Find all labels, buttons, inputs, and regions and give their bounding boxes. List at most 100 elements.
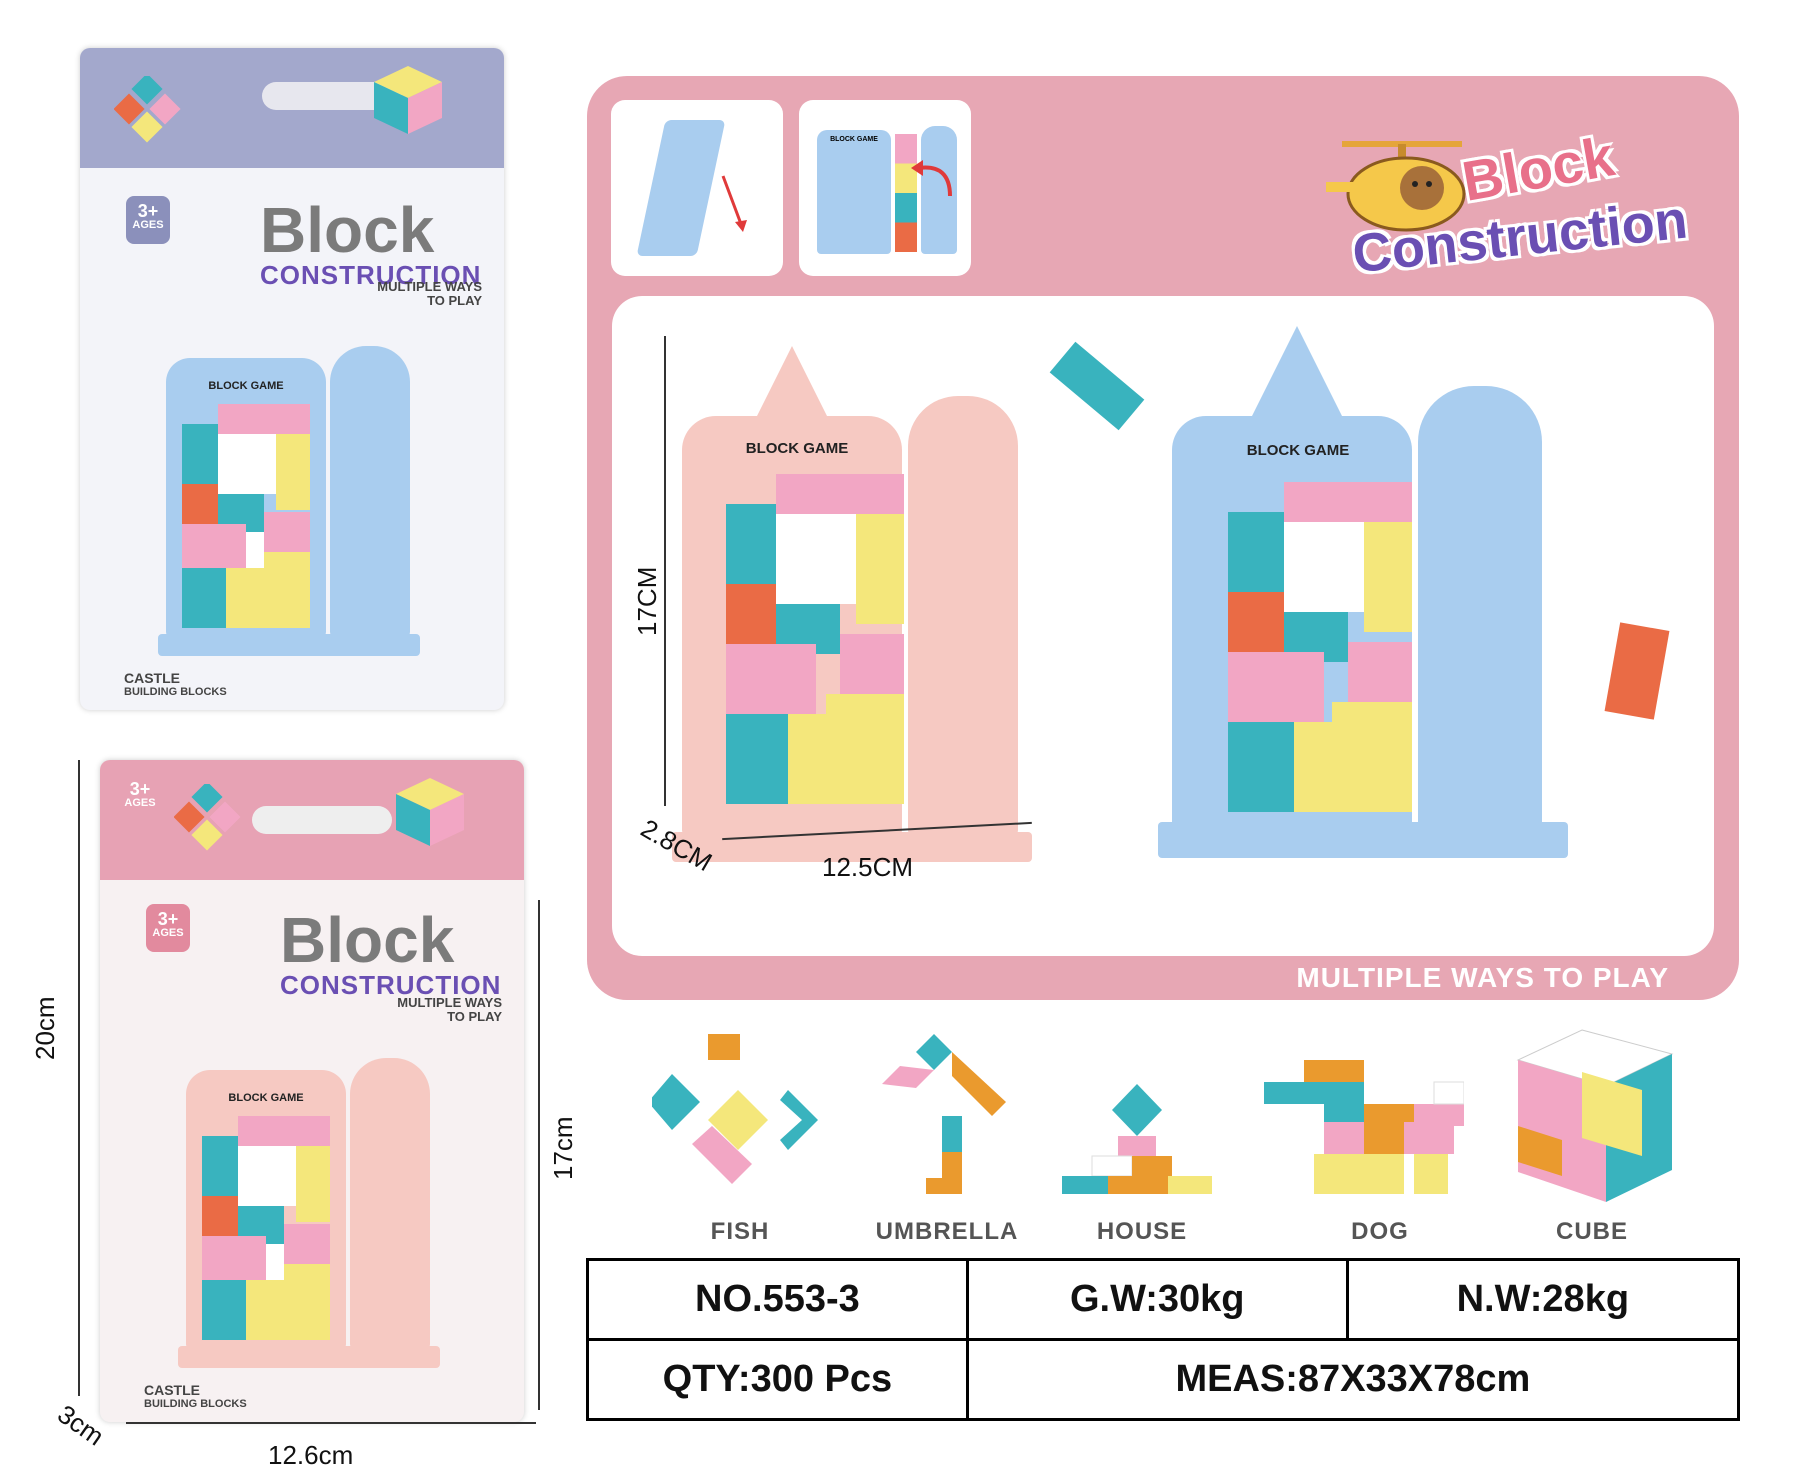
box-width-label: 12.6cm [268,1440,354,1470]
castle-plate: BLOCK GAME [208,380,284,392]
block-piece [726,584,776,644]
box-inner-height-line [538,900,540,1410]
helicopter-bear-icon [1326,141,1466,232]
floating-teal-piece [1049,341,1145,431]
castle-spire [742,346,842,446]
box-height-label: 20cm [30,996,60,1060]
shape-label-umbrella: UMBRELLA [875,1218,1019,1245]
block-piece [1228,592,1284,652]
spec-quantity: QTY:300 Pcs [586,1338,969,1421]
block-piece [776,514,856,604]
table-row: QTY:300 Pcs MEAS:87X33X78cm [586,1338,1741,1421]
blue-castle-toy: BLOCK GAME [158,318,422,658]
block-piece [1228,512,1284,592]
product-caption: CASTLE BUILDING BLOCKS [124,670,227,699]
block-piece [1228,722,1294,812]
block-piece [1284,522,1364,612]
block-piece [826,694,904,804]
table-row: NO.553-3 G.W:30kg N.W:28kg [586,1258,1741,1341]
arrow-curve-icon [911,160,952,197]
stand-shape [636,120,726,256]
mini-plate: BLOCK GAME [830,136,878,143]
age-badge-top: 3+AGES [124,779,156,809]
block-piece [284,1224,330,1264]
castle-plate: BLOCK GAME [745,440,849,457]
block-piece [276,434,310,510]
shape-label-cube: CUBE [1555,1218,1628,1245]
block-piece [202,1196,238,1236]
mini-castle [817,130,891,254]
age-badge: 3+AGES [146,904,190,952]
puzzle-grid [1228,482,1412,812]
castle-plate: BLOCK GAME [228,1092,304,1104]
floating-orange-piece [1604,622,1670,720]
castle-tower [908,396,1018,836]
shape-label-fish: FISH [710,1218,770,1245]
block-piece [182,484,218,524]
castle-plate: BLOCK GAME [1246,442,1350,459]
block-piece [1332,702,1412,812]
block-construction-logo: Block Construction [1322,108,1702,288]
castle-base [672,832,1032,862]
product-showcase: BLOCK GAME 17CM 2.8CM 12.5CM [612,296,1714,956]
block-piece [238,1146,296,1206]
puzzle-grid [726,474,904,804]
block-piece [182,568,226,628]
block-piece [296,1146,330,1222]
blue-castle-large: BLOCK GAME [1158,326,1572,858]
hang-hole [252,806,392,834]
spec-item-number: NO.553-3 [586,1258,969,1341]
block-piece [788,714,826,804]
block-piece [238,1116,330,1146]
pink-package-box: 3+AGES 3+AGES Block CONSTRUCTION MULTIPL… [100,760,524,1422]
shape-label-dog: DOG [1351,1218,1409,1245]
umbrella-shape-icon [882,1034,1006,1194]
stand-thumbnail [611,100,783,276]
block-piece [202,1236,266,1280]
puzzle-grid [202,1116,330,1340]
block-piece [182,524,246,568]
castle-tower [330,346,410,638]
block-piece [1348,642,1412,702]
brand-title: Block CONSTRUCTION [260,194,482,290]
block-piece [182,424,218,484]
block-piece [1228,652,1324,722]
feature-panel: BLOCK GAME Block Construction BLOCK GAME [587,76,1739,1000]
block-piece [726,644,816,714]
spec-gross-weight: G.W:30kg [965,1258,1349,1341]
block-piece [218,434,276,494]
dog-shape-icon [1264,1060,1464,1194]
spec-measurement: MEAS:87X33X78cm [965,1338,1741,1421]
castle-base [1158,822,1568,858]
house-shape-icon [1062,1084,1212,1194]
block-piece [856,514,904,624]
pink-castle-toy: BLOCK GAME [178,1030,442,1370]
brand-title: Block CONSTRUCTION [280,904,502,1000]
block-piece [840,634,904,694]
block-piece [202,1280,246,1340]
block-piece [226,568,254,628]
blocks-logo-icon [114,76,181,143]
block-piece [246,1280,274,1340]
cube-shape-icon [1516,1029,1674,1202]
block-piece [726,714,788,804]
box-inner-height-label: 17cm [548,1116,578,1180]
castle-spire [1242,326,1352,436]
block-piece [1284,482,1412,522]
castle-height-label: 17CM [632,566,662,636]
age-badge: 3+AGES [126,196,170,244]
block-piece [218,404,310,434]
spec-table: NO.553-3 G.W:30kg N.W:28kg QTY:300 Pcs M… [586,1258,1741,1421]
castle-base [158,634,420,656]
pink-castle-large: BLOCK GAME [672,336,1032,862]
block-piece [776,474,904,514]
block-piece [202,1136,238,1196]
box-width-line [126,1422,536,1424]
castle-width-label: 12.5CM [822,852,914,882]
box-height-line [78,760,80,1396]
spec-net-weight: N.W:28kg [1345,1258,1741,1341]
puzzle-grid [182,404,310,628]
